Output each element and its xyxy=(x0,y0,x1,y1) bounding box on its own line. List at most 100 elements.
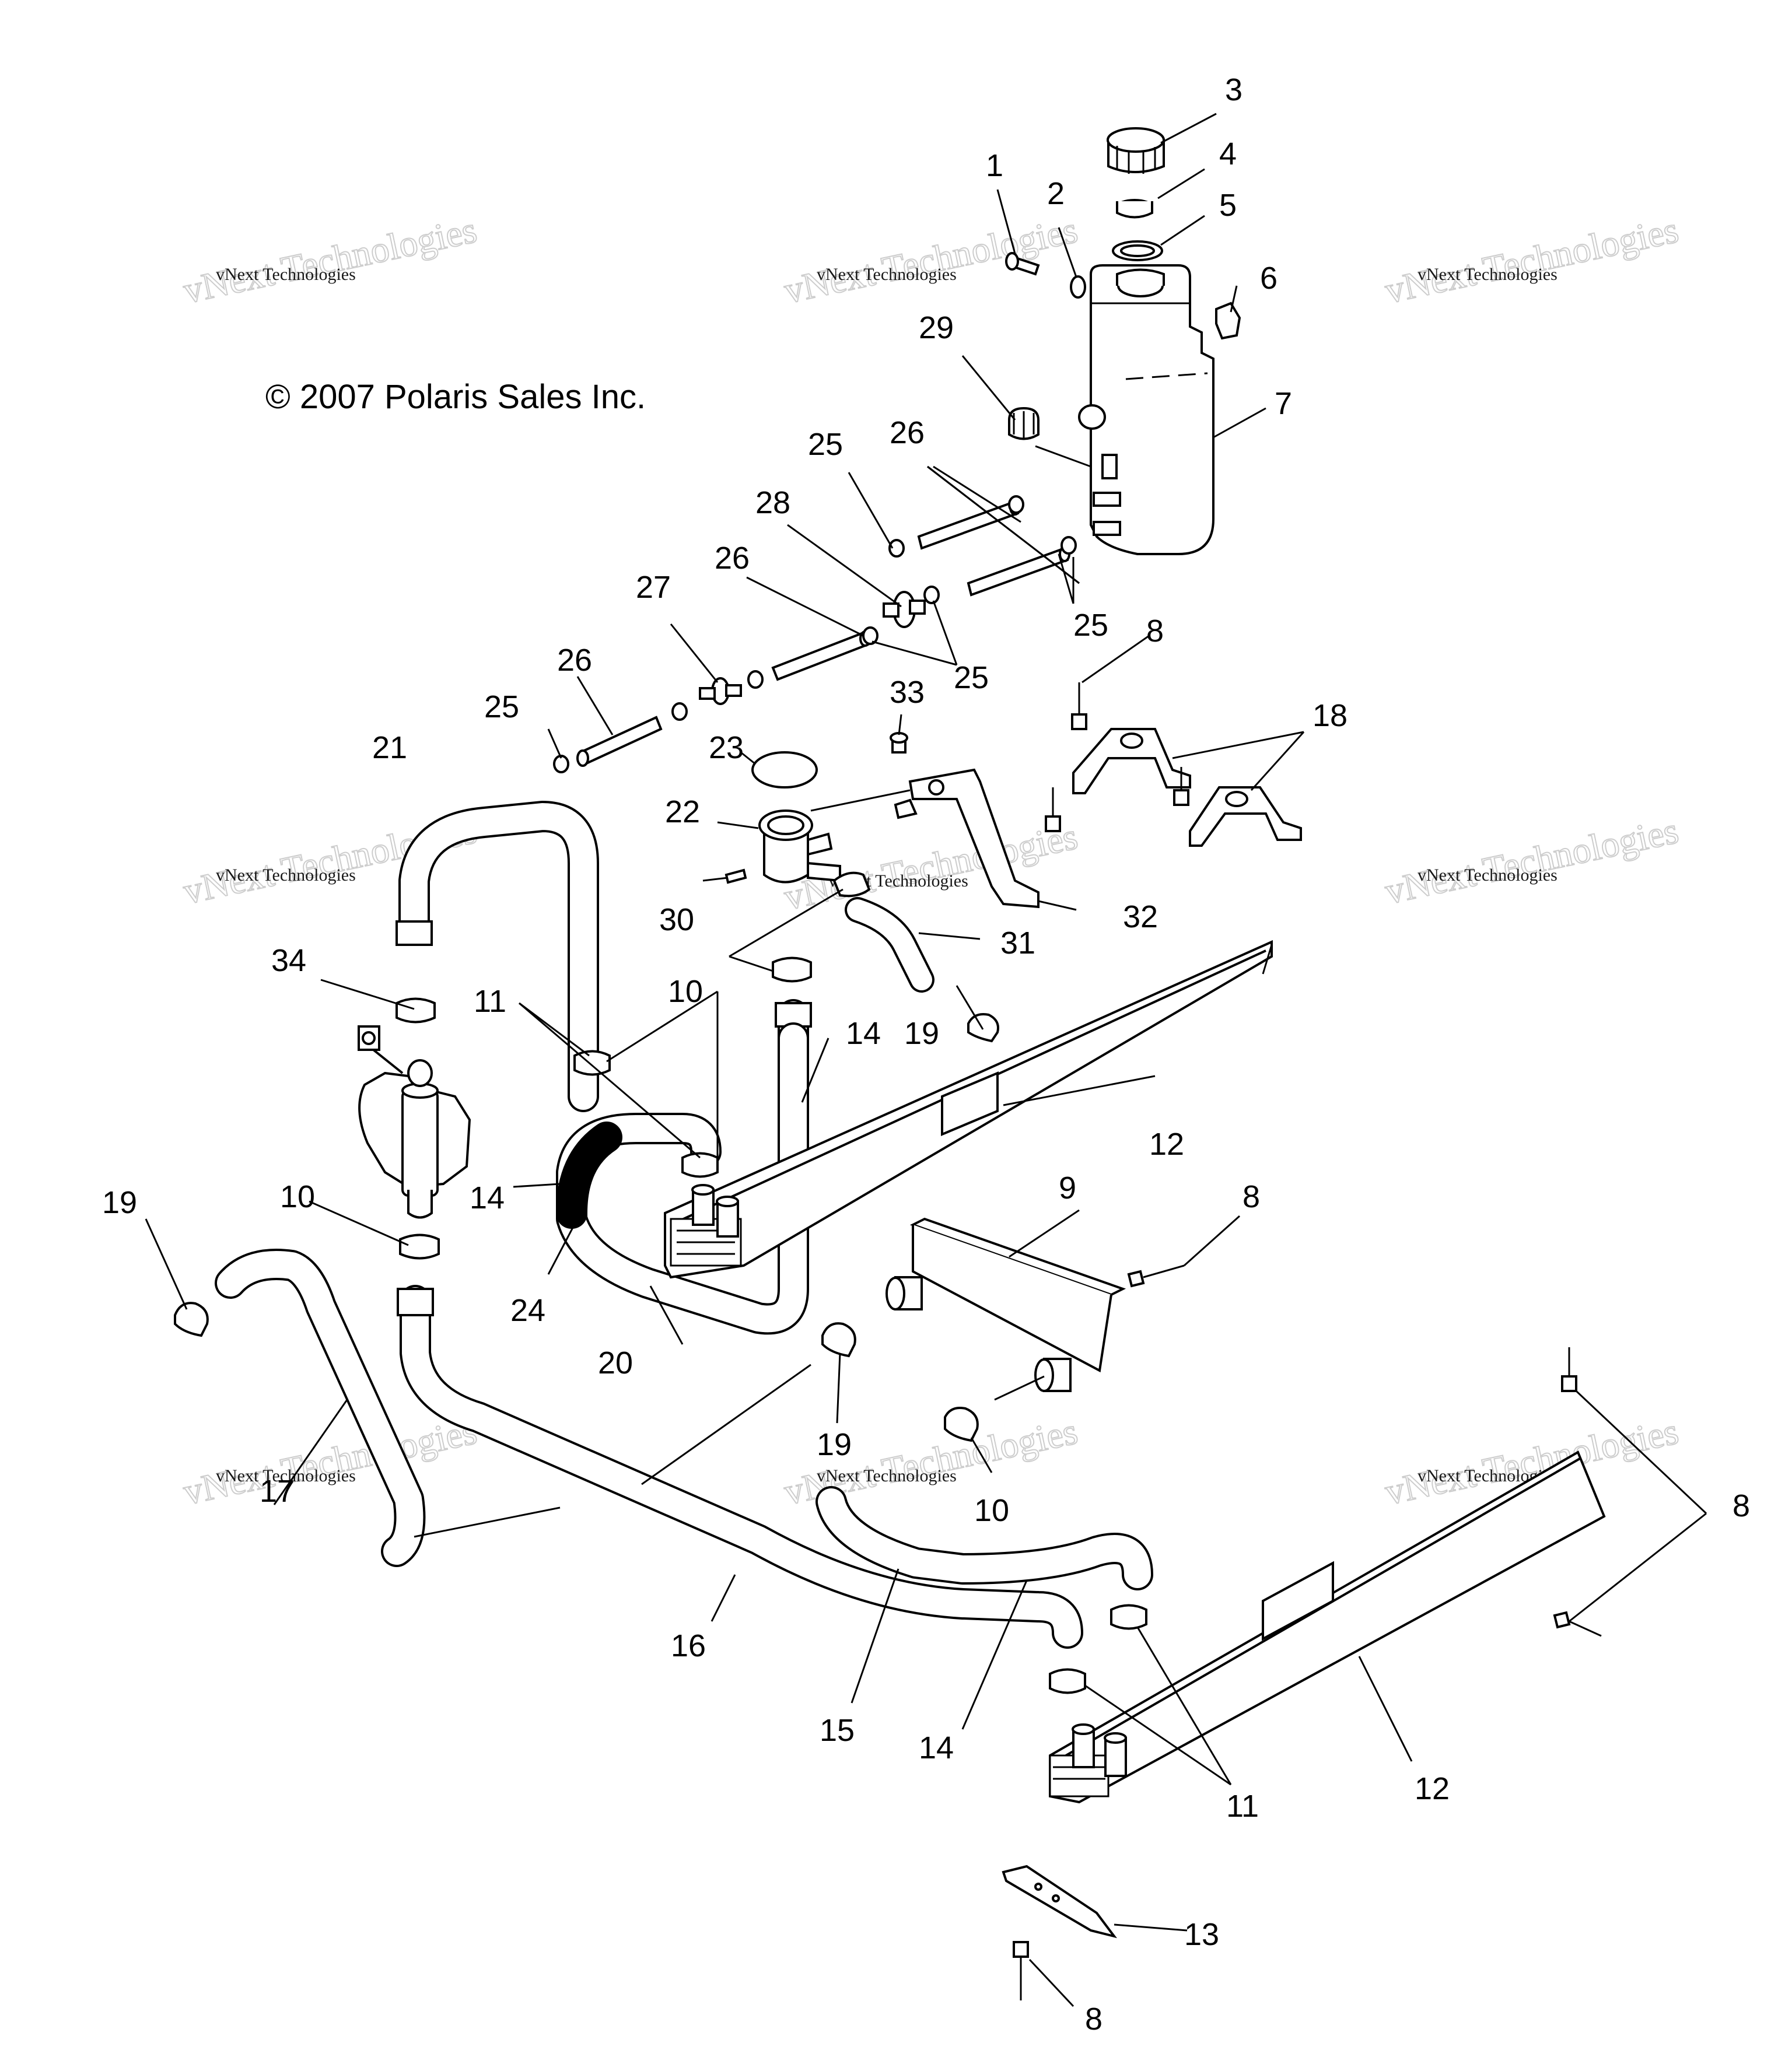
watermark-text-small: vNext Technologies xyxy=(216,1466,356,1485)
washer xyxy=(1070,275,1086,299)
heat-exchanger-bracket-right xyxy=(1189,786,1302,847)
coolant-reservoir xyxy=(1078,264,1214,555)
fastener-8-bottom xyxy=(1013,1941,1029,2000)
callout-6: 6 xyxy=(1260,261,1278,296)
callout-19-center: 19 xyxy=(817,1427,852,1462)
callout-27: 27 xyxy=(636,570,671,605)
cap-seal xyxy=(1116,199,1153,219)
hose-clamp-10-lower xyxy=(944,1407,979,1442)
callout-25-right: 25 xyxy=(1073,608,1108,643)
cap-gasket-inner xyxy=(1120,244,1155,257)
copyright-text: © 2007 Polaris Sales Inc. xyxy=(265,378,646,416)
water-pump xyxy=(358,1025,471,1219)
hose-fitting-28 xyxy=(883,591,926,628)
watermark-mid-right: vNext Technologies vNext Technologies xyxy=(1381,809,1682,913)
callout-20: 20 xyxy=(598,1345,633,1380)
small-hose-left xyxy=(576,716,663,767)
callout-10-pump: 10 xyxy=(280,1179,315,1214)
callout-25-left: 25 xyxy=(484,689,519,724)
hose-clamp-11-lower xyxy=(1110,1604,1147,1630)
callout-8-bottom: 8 xyxy=(1085,2002,1102,2037)
fastener-8-bracket-b xyxy=(1173,767,1189,806)
callout-8-top: 8 xyxy=(1146,614,1164,649)
callout-14-left: 14 xyxy=(470,1180,505,1215)
callout-10-lower: 10 xyxy=(974,1493,1009,1528)
callout-16: 16 xyxy=(671,1628,706,1663)
watermark-text-large: vNext Technologies xyxy=(780,209,1081,311)
watermark-text-large: vNext Technologies xyxy=(1381,209,1682,311)
heat-exchanger-bracket-left xyxy=(1072,728,1191,794)
callout-8-middle: 8 xyxy=(1242,1179,1260,1214)
hose-clamp-10-pump xyxy=(399,1234,440,1260)
bypass-hose xyxy=(845,897,935,993)
fastener-8-bracket xyxy=(1045,787,1061,832)
callout-8-right: 8 xyxy=(1732,1488,1750,1523)
callout-17: 17 xyxy=(260,1474,295,1509)
radiator-hose-21 xyxy=(396,801,599,1112)
mounting-bracket xyxy=(894,768,1040,909)
hose-clamp-29 xyxy=(1008,407,1040,440)
callout-13: 13 xyxy=(1184,1917,1219,1952)
hose-clamp-10-thermostat xyxy=(832,871,871,898)
radiator-hose-16 xyxy=(397,1285,1083,1649)
callout-24: 24 xyxy=(510,1293,545,1328)
fastener-8-right-low xyxy=(1553,1611,1602,1637)
callout-21: 21 xyxy=(372,730,407,765)
callout-2: 2 xyxy=(1047,176,1065,211)
hose-clamp-19-right xyxy=(967,1013,999,1043)
hose-fitting-27 xyxy=(699,677,742,705)
callout-4: 4 xyxy=(1219,136,1237,171)
thermostat-housing xyxy=(758,810,841,884)
watermark-text-small: vNext Technologies xyxy=(817,1466,957,1485)
watermark-top-left: vNext Technologies vNext Technologies xyxy=(179,208,481,312)
fastener-8-middle xyxy=(1127,1264,1185,1288)
callout-34: 34 xyxy=(271,943,306,978)
callout-23: 23 xyxy=(709,730,744,765)
hose-clamp-10-top xyxy=(772,956,812,983)
callout-25-top: 25 xyxy=(808,427,843,462)
small-hose-upper-a xyxy=(917,499,1021,550)
callout-28: 28 xyxy=(755,485,790,520)
callout-labels: 1 2 3 4 5 6 7 8 9 8 8 8 10 10 10 11 11 1… xyxy=(102,72,1750,2037)
watermark-top-center: vNext Technologies vNext Technologies xyxy=(780,208,1082,312)
mounting-clip xyxy=(1215,302,1241,340)
fastener-8-upper xyxy=(1071,682,1087,730)
callout-26-middle: 26 xyxy=(715,541,750,576)
radiator-hose-17 xyxy=(215,1249,426,1567)
thermostat-cap xyxy=(751,751,818,789)
heat-exchanger-upper xyxy=(664,940,1273,1279)
callout-26-left: 26 xyxy=(557,643,592,678)
small-hose-mid xyxy=(771,630,871,681)
callout-5: 5 xyxy=(1219,188,1237,223)
callout-11-upper: 11 xyxy=(474,984,506,1019)
screw xyxy=(1005,252,1040,276)
callout-33: 33 xyxy=(890,675,925,710)
callout-22: 22 xyxy=(665,794,700,829)
callout-10-top: 10 xyxy=(668,974,703,1009)
hose-clamp-19-left xyxy=(174,1302,209,1337)
watermark-text-small: vNext Technologies xyxy=(1418,265,1558,284)
fastener-8-right-top xyxy=(1561,1347,1577,1392)
watermark-text-small: vNext Technologies xyxy=(216,265,356,284)
callout-18: 18 xyxy=(1312,698,1348,733)
watermark-text-large: vNext Technologies xyxy=(180,209,480,311)
small-clamps-25 xyxy=(553,495,1077,773)
callout-19-left: 19 xyxy=(102,1185,137,1220)
hose-clamp-11-lower-b xyxy=(1049,1668,1086,1694)
callout-14-upper: 14 xyxy=(846,1016,881,1051)
callout-32: 32 xyxy=(1123,899,1158,934)
watermark-text-small: vNext Technologies xyxy=(817,265,957,284)
heat-exchanger-clip xyxy=(1002,1865,1117,1939)
corrugated-hose-24 xyxy=(556,1122,622,1229)
leader-lines xyxy=(145,113,1707,2007)
watermark-top-right: vNext Technologies vNext Technologies xyxy=(1381,208,1682,312)
watermark-text-small: vNext Technologies xyxy=(1418,865,1558,885)
callout-26-top: 26 xyxy=(890,415,925,450)
callout-9: 9 xyxy=(1059,1171,1076,1206)
callout-7: 7 xyxy=(1275,386,1292,421)
callout-25-middle: 25 xyxy=(954,660,989,695)
watermark-text-small: vNext Technologies xyxy=(216,865,356,885)
bracket-bolt xyxy=(890,732,908,754)
callout-1: 1 xyxy=(986,148,1003,183)
callout-30: 30 xyxy=(659,902,694,937)
